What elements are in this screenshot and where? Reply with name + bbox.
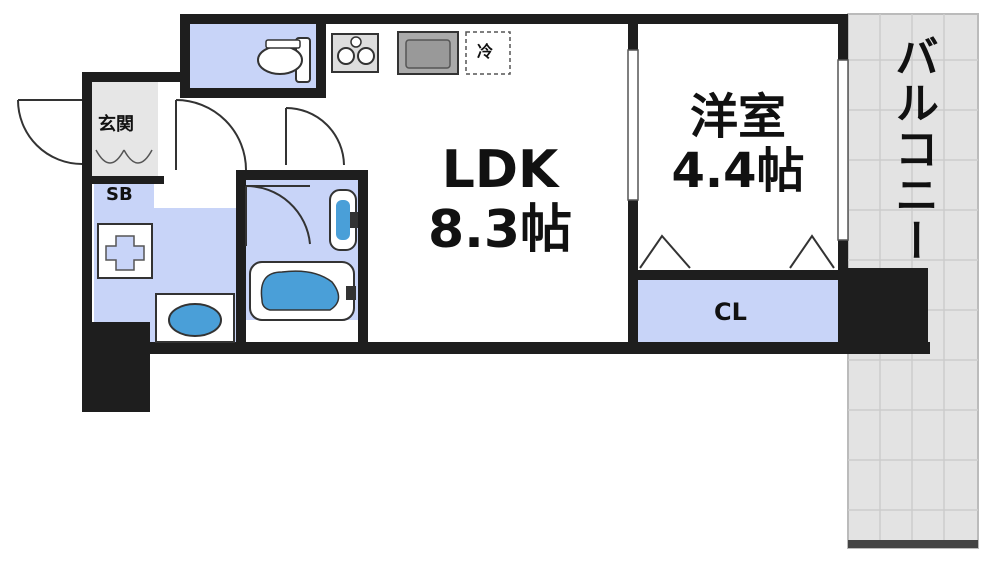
door-swing-icon xyxy=(17,99,835,269)
shoebox-label: SB xyxy=(106,184,133,205)
washbasin-icon xyxy=(155,293,235,343)
fridge-label: 冷 xyxy=(477,42,494,61)
entrance-floor xyxy=(90,82,158,178)
fridge-space xyxy=(465,31,511,75)
closet-label: CL xyxy=(714,298,747,326)
western-room-name: 洋室 xyxy=(689,89,786,145)
faucet-icon xyxy=(329,189,358,300)
window-marks xyxy=(627,49,849,241)
washing-machine-icon xyxy=(97,223,153,279)
bathtub-icon xyxy=(249,261,355,321)
ldk-size: 8.3帖 xyxy=(427,200,573,260)
sink-icon xyxy=(397,31,459,75)
stove-icon xyxy=(331,33,379,73)
western-room-size: 4.4帖 xyxy=(671,143,805,199)
shoebox-lines xyxy=(95,149,153,164)
ldk-label: LDK 8.3帖 xyxy=(400,140,600,260)
toilet-icon xyxy=(257,37,311,83)
western-room-label: 洋室 4.4帖 xyxy=(650,90,826,198)
entrance-label: 玄関 xyxy=(98,114,134,135)
balcony-label: バルコニー xyxy=(887,34,938,264)
ldk-name: LDK xyxy=(441,140,559,200)
